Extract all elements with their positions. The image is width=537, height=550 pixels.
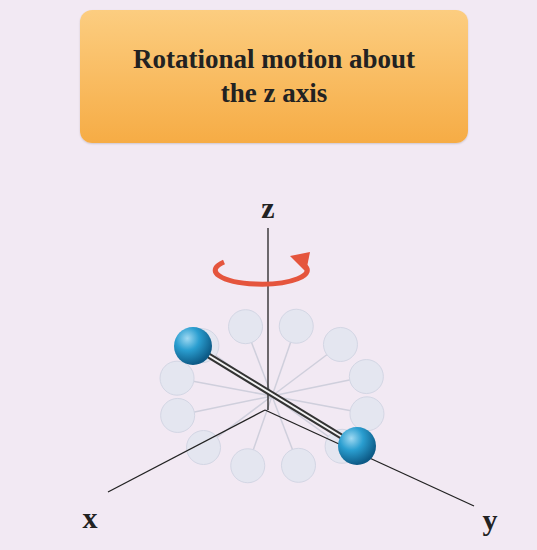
- title-banner: Rotational motion about the z axis: [80, 10, 468, 143]
- ghost-positions: [160, 309, 384, 483]
- bond: [193, 346, 357, 446]
- axis-label: y: [483, 503, 498, 537]
- x-axis: [108, 410, 265, 492]
- axis-label: z: [261, 191, 274, 225]
- ghost-atom: [350, 397, 384, 431]
- title: Rotational motion about the z axis: [124, 43, 424, 111]
- ghost-atom: [349, 360, 383, 394]
- atom: [174, 327, 212, 365]
- atom: [338, 427, 376, 465]
- ghost-atom: [323, 327, 357, 361]
- z-axis: [267, 228, 268, 410]
- ghost-atom: [281, 448, 315, 482]
- y-axis: [265, 410, 474, 506]
- ghost-atom: [160, 361, 194, 395]
- ghost-atom: [231, 449, 265, 483]
- ghost-atom: [279, 309, 313, 343]
- ghost-atom: [161, 398, 195, 432]
- ghost-atom: [229, 310, 263, 344]
- rotation-arrow: [215, 262, 307, 284]
- rotation-arrowhead: [290, 252, 310, 272]
- bond-gap: [193, 346, 357, 446]
- axis-label: x: [83, 501, 98, 535]
